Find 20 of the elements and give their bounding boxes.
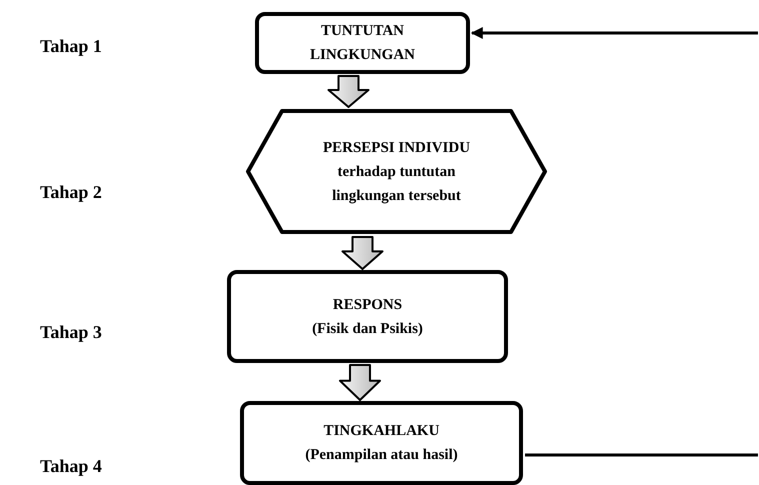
process-box (255, 12, 470, 74)
stage-label: Tahap 3 (40, 322, 102, 343)
node-title: TUNTUTAN LINGKUNGAN (308, 22, 416, 65)
node-title: TINGKAHLAKU (324, 422, 440, 441)
process-box (227, 270, 508, 363)
hexagon-box (245, 108, 548, 235)
block-arrow (339, 364, 381, 401)
line (525, 454, 758, 456)
process-box (240, 401, 523, 485)
stage-label: Tahap 1 (40, 36, 102, 57)
block-arrow (328, 75, 370, 108)
block-arrow (342, 236, 384, 270)
node-text: (Fisik dan Psikis) (312, 320, 423, 338)
node-title: PERSEPSI INDIVIDU (322, 138, 470, 158)
stage-label: Tahap 2 (40, 182, 102, 203)
node-title: RESPONS (332, 296, 402, 314)
node-text: (Penampilan atau hasil) (305, 446, 458, 465)
stage-label: Tahap 4 (40, 456, 102, 477)
arrow (470, 27, 758, 39)
node-text: terhadap tuntutan lingkungan tersebut (331, 162, 462, 206)
